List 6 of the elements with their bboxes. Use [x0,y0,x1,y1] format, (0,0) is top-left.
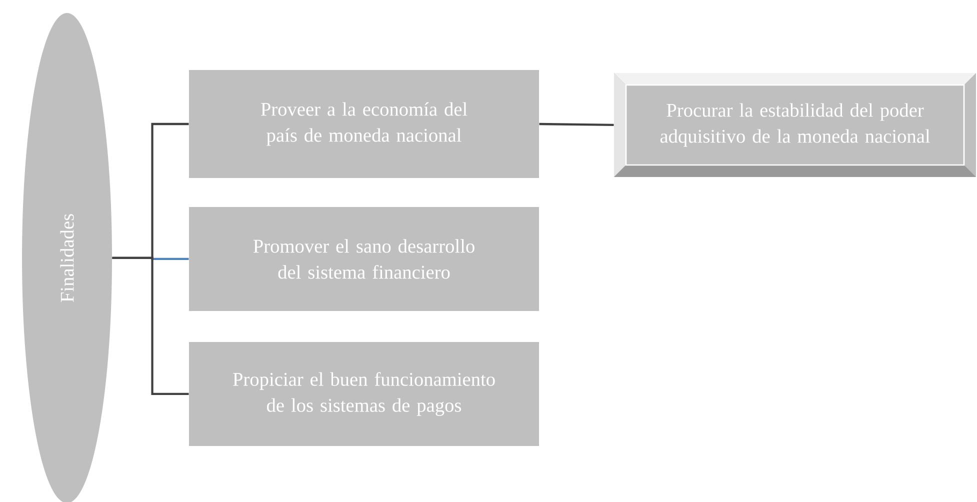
text-box: Proveer a la economía del país de moneda nacional [189,70,539,178]
bevel-box: Procurar la estabilidad del poder adquisitivo de la moneda nacional [614,73,976,177]
connector-line [539,122,614,126]
text-box: Promover el sano desarrollo del sistema financiero [189,207,539,311]
connector-line [112,256,189,396]
text-box: Propiciar el buen funcionamiento de los sistemas de pagos [189,342,539,446]
